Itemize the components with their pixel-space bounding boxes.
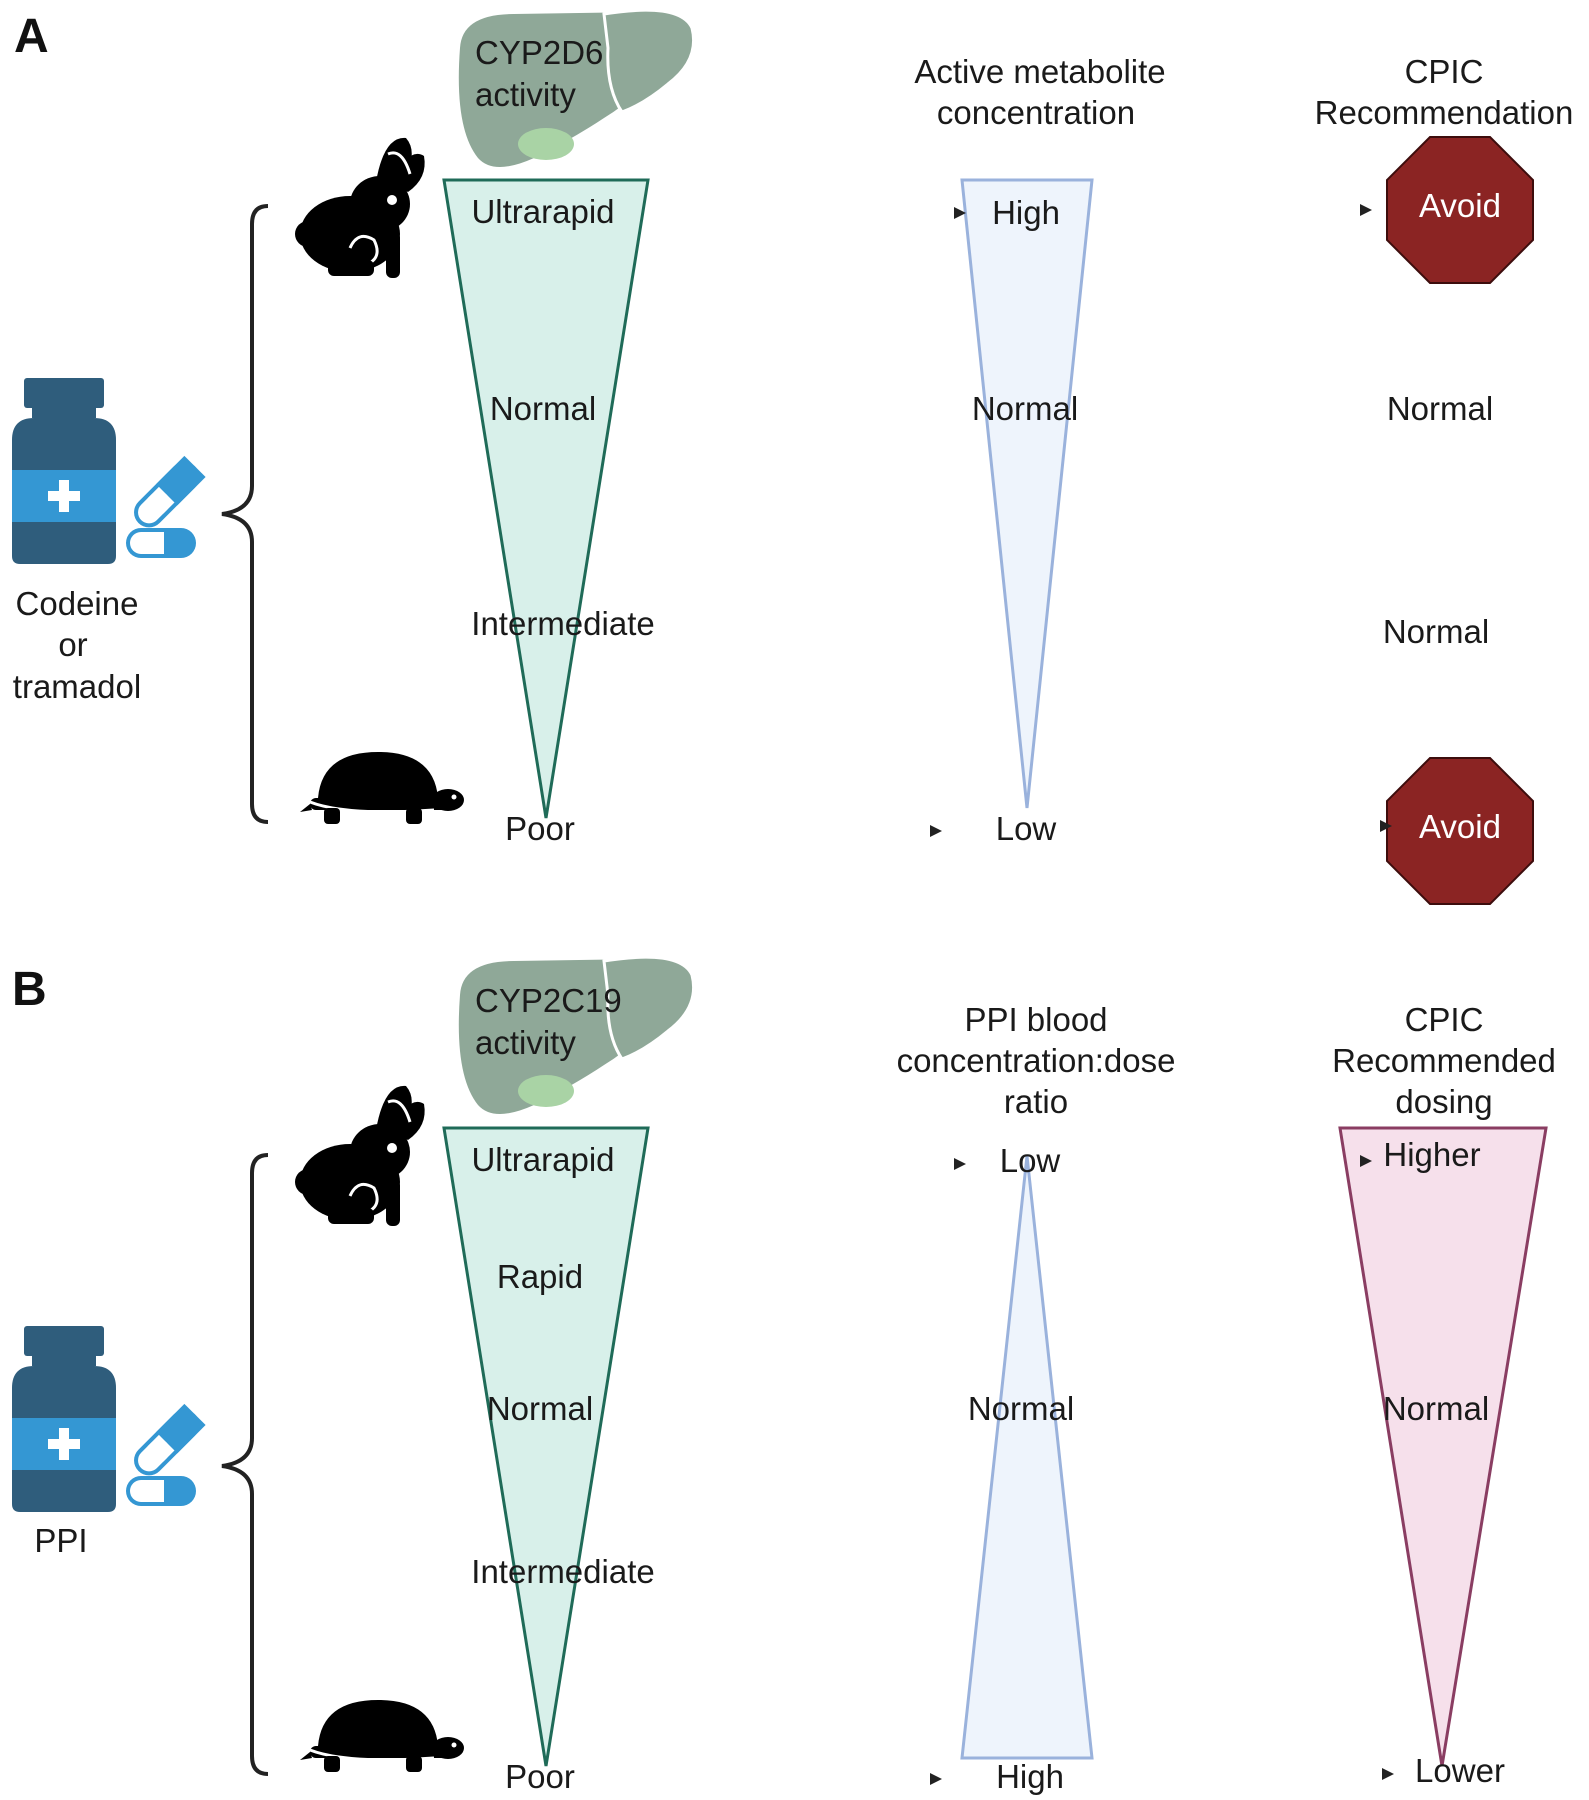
rabbit-icon bbox=[293, 136, 427, 280]
concentration-level-normal: Normal bbox=[972, 390, 1078, 427]
activity-gradient-triangle bbox=[442, 178, 650, 819]
concentration-level-low: Low bbox=[1000, 1142, 1061, 1179]
medicine-bottle-icon bbox=[12, 378, 116, 564]
column3-title-line3: dosing bbox=[1395, 1083, 1492, 1120]
capsule-icon bbox=[126, 1403, 206, 1506]
drug-label-line3: tramadol bbox=[13, 668, 141, 705]
column2-title-line1: PPI blood bbox=[964, 1001, 1107, 1038]
column2-title-line2: concentration bbox=[937, 94, 1135, 131]
concentration-level-normal: Normal bbox=[968, 1390, 1074, 1427]
enzyme-label-line1: CYP2D6 bbox=[475, 34, 603, 71]
activity-level-poor: Poor bbox=[505, 810, 575, 847]
capsule-icon bbox=[126, 455, 206, 558]
dosing-level-normal: Normal bbox=[1383, 1390, 1489, 1427]
curly-brace bbox=[221, 204, 269, 824]
activity-level-normal: Normal bbox=[490, 390, 596, 427]
dosing-gradient-triangle bbox=[1338, 1126, 1548, 1767]
activity-gradient-triangle bbox=[442, 1126, 650, 1767]
panel-letter-a: A bbox=[14, 10, 49, 63]
column3-title-line1: CPIC bbox=[1405, 1001, 1484, 1038]
enzyme-label-line2: activity bbox=[475, 1024, 576, 1061]
column2-title-line3: ratio bbox=[1004, 1083, 1068, 1120]
concentration-level-low: Low bbox=[996, 810, 1057, 847]
enzyme-label-line2: activity bbox=[475, 76, 576, 113]
dosing-level-lower: Lower bbox=[1415, 1752, 1505, 1789]
medicine-bottle-icon bbox=[12, 1326, 116, 1512]
column3-title-line2: Recommendation bbox=[1315, 94, 1574, 131]
concentration-gradient-triangle bbox=[960, 1155, 1094, 1760]
curly-brace bbox=[221, 1153, 269, 1776]
dosing-level-higher: Higher bbox=[1383, 1136, 1480, 1173]
drug-label: PPI bbox=[34, 1522, 87, 1559]
drug-label-line1: Codeine bbox=[16, 585, 139, 622]
activity-level-poor: Poor bbox=[505, 1758, 575, 1795]
panel-b: B CYP2C19 activity PPI Ultrarapid Rapid … bbox=[12, 955, 1556, 1795]
activity-level-intermediate: Intermediate bbox=[471, 1553, 654, 1590]
activity-level-ultrarapid: Ultrarapid bbox=[471, 1141, 614, 1178]
turtle-icon bbox=[298, 1698, 466, 1774]
turtle-icon bbox=[298, 750, 466, 826]
concentration-gradient-triangle bbox=[960, 178, 1094, 809]
drug-label-line2: or bbox=[58, 626, 87, 663]
panel-a: A CYP2D6 activity Codeine or tramadol Ul… bbox=[12, 8, 1574, 905]
recommendation-normal-2: Normal bbox=[1383, 613, 1489, 650]
rabbit-icon bbox=[293, 1084, 427, 1228]
panel-letter-b: B bbox=[12, 963, 47, 1016]
recommendation-avoid-top: Avoid bbox=[1419, 187, 1501, 224]
activity-level-rapid: Rapid bbox=[497, 1258, 583, 1295]
activity-level-intermediate: Intermediate bbox=[471, 605, 654, 642]
activity-level-normal: Normal bbox=[487, 1390, 593, 1427]
recommendation-avoid-bottom: Avoid bbox=[1419, 808, 1501, 845]
column3-title-line1: CPIC bbox=[1405, 53, 1484, 90]
enzyme-label-line1: CYP2C19 bbox=[475, 982, 622, 1019]
activity-level-ultrarapid: Ultrarapid bbox=[471, 193, 614, 230]
concentration-level-high: High bbox=[992, 194, 1060, 231]
recommendation-normal-1: Normal bbox=[1387, 390, 1493, 427]
column2-title-line2: concentration:dose bbox=[897, 1042, 1176, 1079]
concentration-level-high: High bbox=[996, 1758, 1064, 1795]
column3-title-line2: Recommended bbox=[1332, 1042, 1556, 1079]
column2-title-line1: Active metabolite bbox=[914, 53, 1165, 90]
